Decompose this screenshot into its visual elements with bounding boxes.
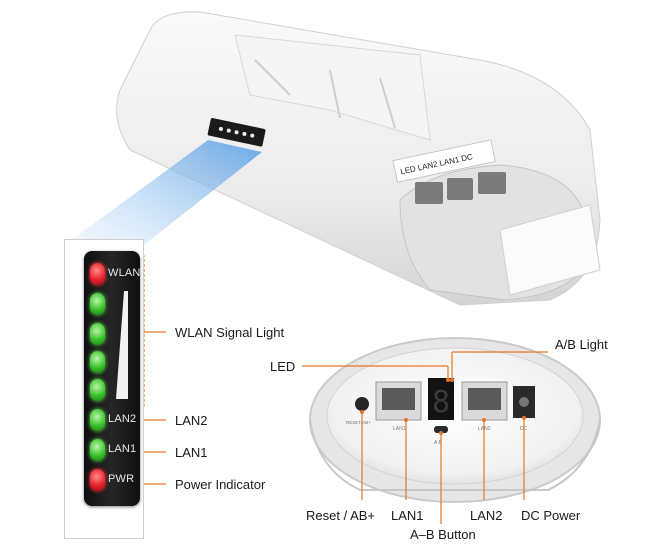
reset-button [355, 397, 369, 411]
led-label-lan1: LAN1 [108, 443, 137, 455]
led-signal-2 [90, 323, 105, 345]
callout-lan1: LAN1 [175, 445, 208, 460]
led-signal-4 [90, 379, 105, 401]
led-lan2 [90, 409, 105, 431]
callout-ab-light: A/B Light [555, 337, 608, 352]
ab-button [434, 426, 448, 433]
body-led-window [207, 118, 266, 147]
led-label-wlan: WLAN [108, 267, 141, 279]
led-pwr [90, 469, 105, 491]
led-strip: WLAN LAN2 LAN1 PWR [84, 251, 140, 506]
callout-dc-power: DC Power [521, 508, 581, 523]
magnify-beam [66, 140, 262, 248]
cpe-device-body: LED LAN2 LAN1 DC [116, 11, 601, 306]
callout-power: Power Indicator [175, 477, 266, 492]
led-signal-3 [90, 351, 105, 373]
callout-wlan-signal: WLAN Signal Light [175, 325, 285, 340]
port-panel: 8 RESET/AB+ LAN1 LAN2 DC A B [309, 337, 601, 503]
signal-wedge-icon [116, 291, 128, 399]
panel-label-reset: RESET/AB+ [346, 420, 371, 425]
led-label-pwr: PWR [108, 473, 135, 485]
led-digit: 8 [432, 385, 450, 420]
panel-label-ab: A B [434, 440, 442, 446]
pointer-dots [360, 378, 526, 435]
callout-ab-button: A–B Button [410, 527, 476, 542]
panel-label-lan1: LAN1 [393, 426, 406, 432]
callout-bottom-lan2: LAN2 [470, 508, 503, 523]
callout-led: LED [270, 359, 296, 374]
led-lan1 [90, 439, 105, 461]
led-wlan [90, 263, 105, 285]
callout-bottom-lan1: LAN1 [391, 508, 424, 523]
led-signal-1 [90, 293, 105, 315]
callout-lan2: LAN2 [175, 413, 208, 428]
callout-reset: Reset / AB+ [306, 508, 376, 523]
led-label-lan2: LAN2 [108, 413, 137, 425]
led-digit-display [428, 378, 454, 420]
